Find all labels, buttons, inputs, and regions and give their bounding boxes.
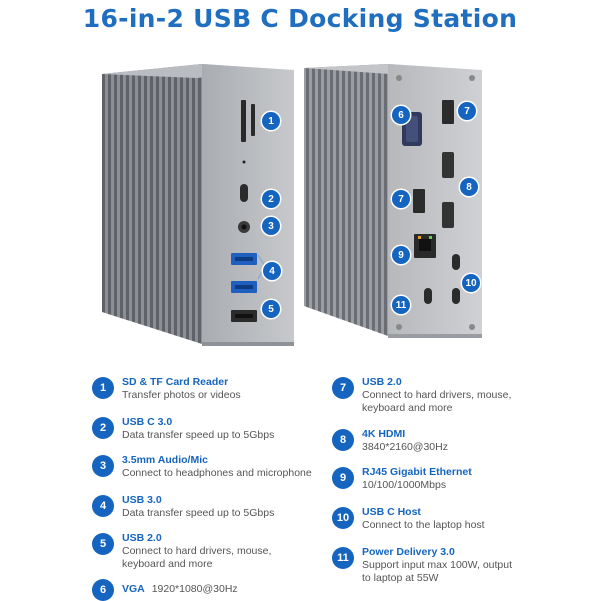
callout-6: 6 xyxy=(392,106,410,124)
callout-7-middle: 7 xyxy=(392,190,410,208)
hdmi-port-2 xyxy=(442,202,454,228)
callout-1: 1 xyxy=(262,112,280,130)
feature-number: 4 xyxy=(92,495,114,517)
feature-item-2: 2 USB C 3.0 Data transfer speed up to 5G… xyxy=(92,416,274,442)
feature-number: 10 xyxy=(332,507,354,529)
feature-description: Connect to hard drivers, mouse, keyboard… xyxy=(362,389,512,414)
feature-title: SD & TF Card Reader xyxy=(122,376,229,388)
feature-description: 1920*1080@30Hz xyxy=(151,583,238,595)
pd-port xyxy=(424,288,432,304)
back-unit xyxy=(304,64,482,338)
feature-description: Data transfer speed up to 5Gbps xyxy=(122,429,275,441)
feature-item-9: 9 RJ45 Gigabit Ethernet 10/100/1000Mbps xyxy=(332,466,472,492)
feature-number: 5 xyxy=(92,533,114,555)
feature-number: 6 xyxy=(92,579,114,601)
callout-3: 3 xyxy=(262,217,280,235)
hdmi-port-1 xyxy=(442,152,454,178)
callout-7-top: 7 xyxy=(458,102,476,120)
feature-number: 8 xyxy=(332,429,354,451)
feature-description: Connect to hard drivers, mouse, keyboard… xyxy=(122,545,272,570)
feature-description: Transfer photos or videos xyxy=(122,389,241,401)
feature-title: USB 2.0 xyxy=(122,532,162,544)
product-image: 1 2 3 4 5 6 7 7 8 9 10 11 xyxy=(0,44,600,364)
feature-title: USB C 3.0 xyxy=(122,416,173,428)
feature-title: 4K HDMI xyxy=(362,428,406,440)
heat-sink-fins xyxy=(304,64,388,336)
feature-description: Support input max 100W, output to laptop… xyxy=(362,559,513,584)
feature-item-1: 1 SD & TF Card Reader Transfer photos or… xyxy=(92,376,241,402)
feature-number: 7 xyxy=(332,377,354,399)
tf-slot xyxy=(251,104,255,136)
feature-title: RJ45 Gigabit Ethernet xyxy=(362,466,472,478)
feature-item-6: 6 VGA 1920*1080@30Hz xyxy=(92,578,238,601)
callout-2: 2 xyxy=(262,190,280,208)
feature-item-3: 3 3.5mm Audio/Mic Connect to headphones … xyxy=(92,454,312,480)
feature-item-11: 11 Power Delivery 3.0 Support input max … xyxy=(332,546,522,585)
callout-9: 9 xyxy=(392,246,410,264)
feature-item-5: 5 USB 2.0 Connect to hard drivers, mouse… xyxy=(92,532,292,571)
feature-title: USB C Host xyxy=(362,506,421,518)
feature-item-8: 8 4K HDMI 3840*2160@30Hz xyxy=(332,428,448,454)
callout-4: 4 xyxy=(263,262,281,280)
sd-slot xyxy=(241,100,246,142)
feature-title: USB 3.0 xyxy=(122,494,162,506)
feature-number: 2 xyxy=(92,417,114,439)
feature-title: USB 2.0 xyxy=(362,376,402,388)
callout-11: 11 xyxy=(392,296,410,314)
feature-description: Connect to headphones and microphone xyxy=(122,467,312,479)
usb2-back-port-1 xyxy=(442,100,454,124)
docking-station-illustration xyxy=(102,64,482,346)
usb-c-port-back xyxy=(452,288,460,304)
heat-sink-fins xyxy=(102,64,202,344)
feature-title: VGA xyxy=(122,583,145,595)
feature-item-10: 10 USB C Host Connect to the laptop host xyxy=(332,506,485,532)
feature-number: 9 xyxy=(332,467,354,489)
feature-number: 3 xyxy=(92,455,114,477)
feature-title: Power Delivery 3.0 xyxy=(362,546,455,558)
front-panel xyxy=(202,64,294,344)
feature-number: 1 xyxy=(92,377,114,399)
callout-8: 8 xyxy=(460,178,478,196)
feature-item-4: 4 USB 3.0 Data transfer speed up to 5Gbp… xyxy=(92,494,274,520)
feature-description: 10/100/1000Mbps xyxy=(362,479,447,491)
usb-c-port xyxy=(240,184,248,202)
feature-number: 11 xyxy=(332,547,354,569)
feature-description: 3840*2160@30Hz xyxy=(362,441,448,453)
callout-5: 5 xyxy=(262,300,280,318)
feature-description: Connect to the laptop host xyxy=(362,519,485,531)
feature-item-7: 7 USB 2.0 Connect to hard drivers, mouse… xyxy=(332,376,532,415)
feature-legend: 1 SD & TF Card Reader Transfer photos or… xyxy=(0,370,600,601)
callout-10: 10 xyxy=(462,274,480,292)
usb2-back-port-2 xyxy=(413,189,425,213)
page-title: 16-in-2 USB C Docking Station xyxy=(82,4,518,33)
feature-title: 3.5mm Audio/Mic xyxy=(122,454,208,466)
feature-description: Data transfer speed up to 5Gbps xyxy=(122,507,275,519)
usb-c-host-port xyxy=(452,254,460,270)
